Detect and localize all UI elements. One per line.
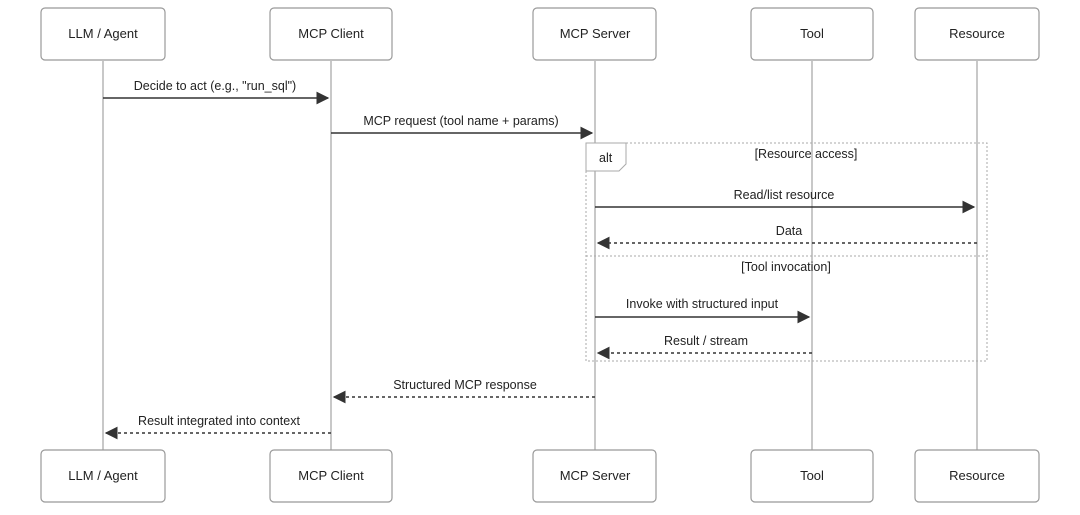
alt-frame: alt [Resource access] [Tool invocation] (585, 142, 988, 362)
participant-label: MCP Server (560, 468, 631, 483)
participant-box (532, 7, 657, 61)
participant-label: Resource (949, 468, 1005, 483)
message-label-result-integrated: Result integrated into context (138, 414, 300, 428)
alt-guard-tool-invocation: [Tool invocation] (741, 260, 831, 274)
message-label-read-list-resource: Read/list resource (734, 188, 835, 202)
participant-llm-top: LLM / Agent (40, 7, 166, 61)
message-label-data: Data (776, 224, 802, 238)
participant-resource-top: Resource (914, 7, 1040, 61)
participant-label: MCP Client (298, 468, 364, 483)
participant-box (269, 7, 393, 61)
participants-top: LLM / Agent MCP Client MCP Server Tool R… (40, 7, 1040, 61)
participant-label: LLM / Agent (68, 26, 138, 41)
alt-guard-resource-access: [Resource access] (755, 147, 858, 161)
participant-label: Tool (800, 468, 824, 483)
alt-frame-tag-text: alt (599, 151, 613, 165)
participant-label: LLM / Agent (68, 468, 138, 483)
participant-box (532, 449, 657, 503)
participant-server-bottom: MCP Server (532, 449, 657, 503)
message-label-mcp-request: MCP request (tool name + params) (363, 114, 558, 128)
alt-frame-tag (585, 142, 627, 172)
participant-box (40, 449, 166, 503)
messages: Decide to act (e.g., "run_sql") MCP requ… (103, 79, 977, 440)
participant-llm-bottom: LLM / Agent (40, 449, 166, 503)
message-label-structured-response: Structured MCP response (393, 378, 537, 392)
participant-label: Tool (800, 26, 824, 41)
participant-label: Resource (949, 26, 1005, 41)
message-label-invoke: Invoke with structured input (626, 297, 779, 311)
participants-bottom: LLM / Agent MCP Client MCP Server Tool R… (40, 449, 1040, 503)
participant-tool-top: Tool (750, 7, 874, 61)
participant-tool-bottom: Tool (750, 449, 874, 503)
message-label-decide-to-act: Decide to act (e.g., "run_sql") (134, 79, 296, 93)
participant-server-top: MCP Server (532, 7, 657, 61)
participant-box (269, 449, 393, 503)
participant-resource-bottom: Resource (914, 449, 1040, 503)
participant-label: MCP Client (298, 26, 364, 41)
participant-box (914, 449, 1040, 503)
participant-label: MCP Server (560, 26, 631, 41)
participant-client-top: MCP Client (269, 7, 393, 61)
participant-client-bottom: MCP Client (269, 449, 393, 503)
participant-box (750, 7, 874, 61)
alt-frame-border (585, 142, 988, 362)
participant-box (914, 7, 1040, 61)
participant-box (750, 449, 874, 503)
message-label-result-stream: Result / stream (664, 334, 748, 348)
participant-box (40, 7, 166, 61)
